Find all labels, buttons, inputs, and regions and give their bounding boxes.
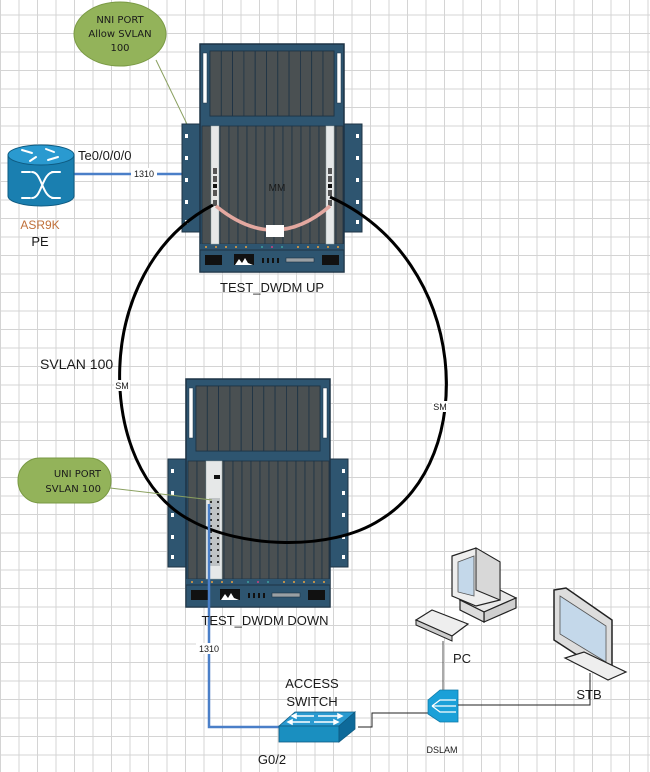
nni-port-callout: NNI PORT Allow SVLAN 100	[73, 1, 167, 67]
access-switch-port-label: G0/2	[258, 752, 286, 767]
uni-port-callout: UNI PORT SVLAN 100	[17, 457, 112, 504]
chassis-down-label: TEST_DWDM DOWN	[201, 613, 328, 628]
sm-left-label-bg	[114, 380, 130, 391]
nni-callout-line2: Allow SVLAN	[88, 29, 151, 40]
switch-dslam-link	[358, 712, 428, 728]
pe-wavelength-bg	[131, 168, 157, 179]
uni-callout-line1: UNI PORT	[54, 469, 102, 480]
sm-right-label-bg	[432, 401, 448, 412]
down-link-fiber	[207, 504, 282, 729]
router-role-label: PE	[31, 234, 49, 249]
mm-label: MM	[269, 183, 286, 194]
chassis-down[interactable]	[167, 378, 349, 608]
stb-label: STB	[576, 687, 601, 702]
router-interface-label: Te0/0/0/0	[78, 148, 132, 163]
uni-callout-line2: SVLAN 100	[45, 484, 101, 495]
monitor-icon[interactable]	[553, 587, 628, 681]
sm-left-label: SM	[115, 381, 129, 391]
pe-wavelength-label: 1310	[134, 169, 154, 179]
dslam-label: DSLAM	[426, 745, 457, 755]
desktop-computer-icon[interactable]	[414, 547, 518, 642]
dslam-icon[interactable]	[427, 689, 459, 723]
chassis-up[interactable]	[181, 43, 363, 273]
mm-label-bg	[266, 225, 284, 237]
down-wavelength-label: 1310	[199, 644, 219, 654]
nni-callout-line3: 100	[110, 43, 129, 54]
down-wavelength-bg	[196, 643, 222, 654]
router-model-label: ASR9K	[20, 218, 59, 232]
dslam-stb-link	[458, 673, 591, 706]
sm-ring-fiber	[118, 195, 448, 544]
sm-right-label: SM	[433, 402, 447, 412]
nni-callout-line1: NNI PORT	[96, 15, 144, 26]
ring-vlan-label: SVLAN 100	[40, 356, 113, 372]
router-icon[interactable]	[7, 144, 75, 207]
pc-label: PC	[453, 651, 471, 666]
access-switch-label-line2: SWITCH	[286, 694, 337, 709]
uni-callout-pointer	[109, 487, 213, 501]
switch-icon[interactable]	[277, 711, 357, 743]
chassis-up-label: TEST_DWDM UP	[220, 280, 324, 295]
access-switch-label-line1: ACCESS	[285, 676, 339, 691]
